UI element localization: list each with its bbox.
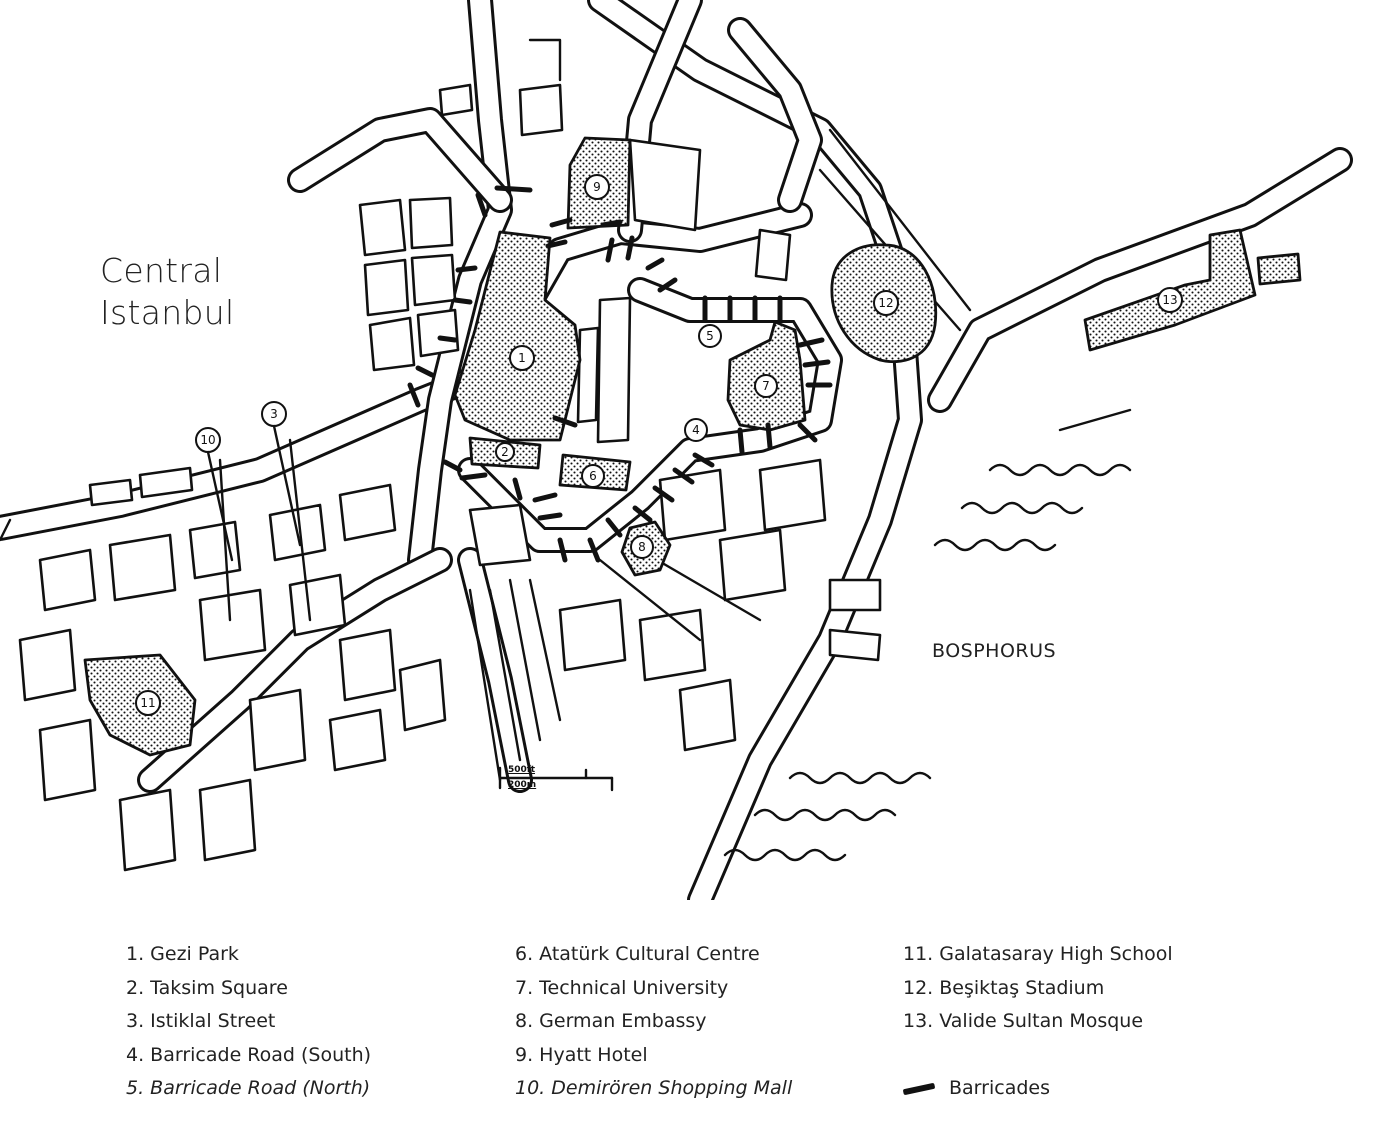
marker-10: 10 [195,427,221,453]
legend-item-hyatt-hotel: 9. Hyatt Hotel [515,1043,648,1066]
map-title-line1: Central [100,251,223,290]
marker-13: 13 [1157,287,1183,313]
legend-item-galatasaray-high-school: 11. Galatasaray High School [903,943,1173,965]
legend-column-3: 11. Galatasaray High School 12. Beşiktaş… [902,938,1173,1106]
marker-8: 8 [630,535,654,559]
svg-text:8: 8 [638,540,646,554]
svg-text:7: 7 [762,379,770,393]
legend-item-gezi-park: 1. Gezi Park [126,943,239,965]
minor-streets [0,38,1132,782]
scale-bar [498,766,614,792]
svg-text:5: 5 [706,329,714,343]
marker-5: 5 [698,324,722,348]
marker-11: 11 [135,690,161,716]
legend-item-ataturk-cultural-centre: 6. Atatürk Cultural Centre [515,943,760,965]
legend-item-german-embassy: 8. German Embassy [515,1010,707,1032]
legend-column-2: 6. Atatürk Cultural Centre 7. Technical … [515,938,792,1106]
svg-text:4: 4 [692,423,700,437]
svg-text:11: 11 [140,696,155,710]
marker-7: 7 [754,374,778,398]
svg-text:9: 9 [593,180,601,194]
legend-item-valide-sultan-mosque: 13. Valide Sultan Mosque [903,1010,1144,1032]
legend-item-besiktas-stadium: 12. Beşiktaş Stadium [903,976,1105,999]
marker-3: 3 [261,401,287,427]
scale-feet-label: 500ft [508,765,536,775]
marker-9: 9 [584,174,610,200]
barricade-symbol-icon [902,1082,936,1096]
map-markers: 1 2 3 4 5 6 7 8 9 10 11 12 13 [135,174,1183,716]
svg-text:13: 13 [1162,293,1177,307]
legend-barricades-label: Barricades [949,1077,1050,1099]
map-title: Central Istanbul [100,250,234,334]
marker-2: 2 [495,442,515,462]
water-waves [723,463,1132,862]
legend-item-barricade-road-north: 5. Barricade Road (North) [126,1077,371,1099]
valide-sultan-annex-area [1256,252,1302,286]
map-title-line2: Istanbul [100,293,235,332]
svg-text:3: 3 [270,407,278,421]
legend-column-1: 1. Gezi Park 2. Taksim Square 3. Istikla… [126,938,371,1106]
marker-4: 4 [684,418,708,442]
valide-sultan-mosque-area [1083,228,1257,352]
city-blocks [18,83,882,872]
marker-12: 12 [873,290,899,316]
legend-item-technical-university: 7. Technical University [515,976,729,999]
bosphorus-label: BOSPHORUS [932,640,1057,662]
central-istanbul-map: 1 2 3 4 5 6 7 8 9 10 11 12 13 [0,0,1353,900]
svg-text:12: 12 [878,296,893,310]
legend-item-taksim-square: 2. Taksim Square [126,976,288,999]
marker-6: 6 [581,464,605,488]
svg-text:10: 10 [200,433,215,447]
scale-meters-label: 200m [508,780,537,790]
svg-text:1: 1 [518,351,526,365]
legend-item-istiklal-street: 3. Istiklal Street [126,1010,276,1032]
legend-item-demiroren-shopping-mall: 10. Demirören Shopping Mall [515,1077,793,1099]
legend-item-barricade-road-south: 4. Barricade Road (South) [126,1043,372,1066]
marker-1: 1 [509,345,535,371]
barricades [407,185,833,563]
svg-text:6: 6 [589,469,597,483]
svg-text:2: 2 [501,445,509,459]
gezi-park-area [453,230,582,442]
legend-item-barricades: Barricades [902,1072,1173,1106]
